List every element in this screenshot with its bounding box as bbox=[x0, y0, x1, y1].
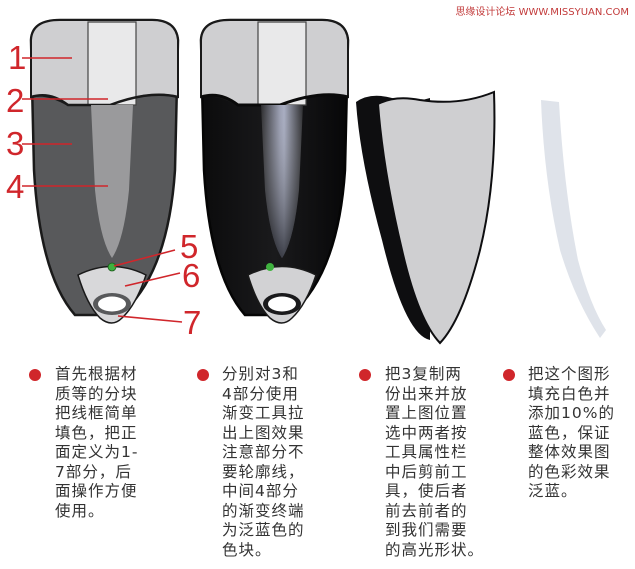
part-label-6: 6 bbox=[182, 257, 201, 294]
caption-bullet-1 bbox=[29, 369, 41, 381]
render-cap-strip bbox=[257, 21, 307, 106]
part-5-dot bbox=[107, 262, 117, 272]
caption-step-3: 把3复制两 份出来并放 置上图位置 选中两者按 工具属性栏 中后剪前工 具，使后… bbox=[385, 365, 485, 559]
site-watermark: 思缘设计论坛 WWW.MISSYUAN.COM bbox=[455, 7, 629, 18]
highlight-shape bbox=[541, 100, 606, 338]
caption-step-1: 首先根据材 质等的分块 把线框简单 填色，把正 面定义为1- 7部分，后 面操作… bbox=[55, 365, 139, 520]
part-label-5: 5 bbox=[180, 228, 199, 265]
part-7-ring-hole bbox=[98, 296, 126, 312]
figure-gradient-render bbox=[199, 18, 350, 324]
render-dot bbox=[266, 263, 274, 271]
figure-duplicate-shapes bbox=[356, 90, 496, 345]
caption-step-2: 分别对3和 4部分使用 渐变工具拉 出上图效果 注意部分不 要轮廓线， 中间4部… bbox=[222, 365, 305, 559]
caption-bullet-2 bbox=[197, 369, 209, 381]
part-label-3: 3 bbox=[6, 125, 25, 162]
part-label-1: 1 bbox=[8, 39, 27, 76]
part-label-7: 7 bbox=[183, 304, 202, 341]
front-gray-shape bbox=[376, 90, 496, 345]
render-inner-shade bbox=[261, 105, 303, 258]
caption-step-4: 把这个图形 填充白色并 添加10%的 蓝色，保证 整体效果图 的色彩效果 泛蓝。 bbox=[528, 365, 615, 500]
leader-lines bbox=[22, 57, 183, 323]
part-4-inner bbox=[91, 105, 133, 258]
part-2-strip bbox=[87, 21, 137, 106]
part-label-4: 4 bbox=[6, 168, 25, 205]
figure-flat-parts bbox=[22, 18, 183, 324]
part-label-2: 2 bbox=[6, 82, 25, 119]
figure-highlight-strip bbox=[541, 100, 606, 338]
render-ring-hole bbox=[268, 296, 296, 312]
caption-bullet-3 bbox=[359, 369, 371, 381]
caption-bullet-4 bbox=[503, 369, 515, 381]
